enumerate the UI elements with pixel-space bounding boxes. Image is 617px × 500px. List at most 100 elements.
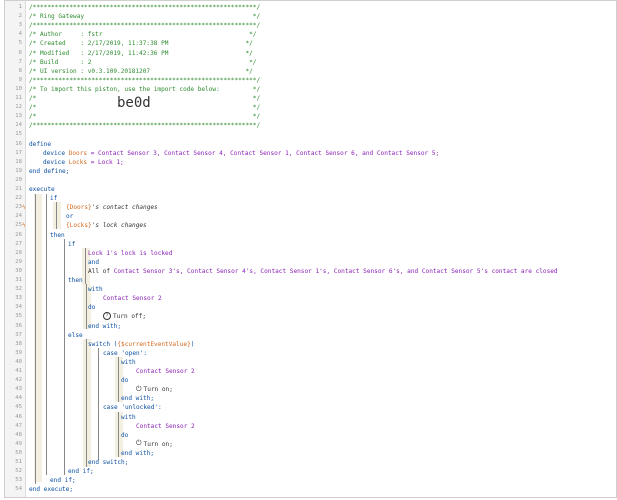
import-code: be0d [117,95,151,111]
code-line: device Locks = Lock 1; [43,158,124,167]
case-open-band [115,357,123,402]
if-keyword: if [50,195,58,203]
line-number: 16 [15,140,22,147]
line-number: 13 [15,113,22,120]
line-number: 14 [15,122,22,129]
line-number: 4 [18,31,22,38]
line-number: 17 [15,149,22,156]
case-open: case 'open': [103,349,148,357]
created-field: /* Created : 2/17/2019, 11:37:38 PM */ [29,40,253,48]
turn-on-action: Turn on; [143,440,173,448]
trigger-text: 's contact changes [91,204,158,212]
case-unlocked: case 'unlocked': [103,404,162,412]
code-line: case 'unlocked': [103,403,162,412]
code-line: execute [29,185,55,194]
do-keyword: do [88,304,96,312]
line-number: 54 [15,486,22,493]
comment-rule: /***************************************… [29,4,261,11]
do-keyword: do [121,431,129,439]
comment-line: /* To import this piston, use the import… [29,85,260,94]
code-line: with [88,285,103,294]
code-line: end with; [121,449,154,458]
code-line: else [68,331,83,340]
locks-device-list: = Lock 1; [87,158,124,166]
line-number: 6 [18,49,22,56]
trigger-text: 's lock changes [91,222,147,230]
code-line: Contact Sensor 2 [136,422,195,431]
modified-field: /* Modified : 2/17/2019, 11:42:36 PM */ [29,49,253,57]
comment-rule: /***************************************… [29,76,261,84]
comment-line: /* */ [29,103,260,112]
code-line: define [29,140,51,149]
end-if-keyword: end if; [68,468,94,476]
case-unlocked-guide [118,412,119,457]
define-keyword: define [29,140,52,148]
line-number: 12 [15,104,22,111]
device-keyword: device [43,149,66,157]
line-number: 42 [15,377,22,384]
comment-line: /* */ [29,94,260,103]
line-number: 29 [15,258,22,265]
line-number: 37 [15,331,22,338]
line-number: 53 [15,477,22,484]
line-number: 36 [15,322,22,329]
then-keyword: then [50,231,65,239]
code-line: end with; [121,394,154,403]
condition-line: Lock 1's lock is locked [88,249,172,258]
comment-line: /* Modified : 2/17/2019, 11:42:36 PM */ [29,49,253,58]
comment-rule: /***************************************… [29,22,261,30]
action-line: ⏻Turn on; [136,385,173,394]
line-number: 43 [15,386,22,393]
comment-line: /* Author : fstr */ [29,30,256,39]
lock-condition: Lock 1's lock is locked [88,249,173,257]
lightning-icon: ϟ [22,222,26,230]
code-line: do [121,376,128,385]
code-line: end switch; [88,458,128,467]
line-number: 38 [15,340,22,347]
line-number: 23 [15,204,22,211]
code-line: device Doors = Contact Sensor 3, Contact… [43,149,439,158]
code-line: do [121,431,128,440]
then-keyword: then [68,277,83,284]
with-keyword: with [121,413,136,421]
code-line: then [68,276,83,285]
line-number: 5 [18,40,22,47]
line-number: 40 [15,358,22,365]
comment-line: /* */ [29,112,260,121]
line-number: 48 [15,431,22,438]
action-line: ?Turn off; [103,312,146,321]
line-number: 24 [15,213,22,220]
and-keyword: and [88,258,100,266]
line-number: 21 [15,186,22,192]
code-line: do [88,303,95,312]
line-number: 44 [15,395,22,402]
comment-blank: /* */ [29,95,261,102]
switch-line: switch ({$currentEventValue}) [88,340,194,349]
trigger-line: {Doors}'s contact changes [66,203,158,212]
line-number: 46 [15,413,22,420]
trigger-guide [56,202,57,229]
code-line: end execute; [29,485,73,494]
line-number: 18 [15,158,22,165]
execute-guide [35,194,36,484]
line-number: 34 [15,304,22,311]
target-device: Contact Sensor 2 [136,368,195,375]
condition-guide [85,248,86,284]
line-number: 22 [15,195,22,202]
line-number: 10 [15,85,22,92]
end-switch-keyword: end switch; [88,459,129,466]
lightning-icon: ϟ [22,204,26,212]
end-with-keyword: end with; [121,449,155,457]
line-number: 19 [15,167,22,174]
comment-line: /***************************************… [29,21,260,30]
line-number: 31 [15,277,22,283]
line-number: 50 [15,449,22,456]
with-band [83,284,91,329]
case-open-guide [118,357,119,402]
line-number: 28 [15,249,22,256]
line-number: 26 [15,231,22,238]
line-number: 33 [15,295,22,302]
comment-line: /***************************************… [29,76,260,85]
switch-band [83,339,91,467]
